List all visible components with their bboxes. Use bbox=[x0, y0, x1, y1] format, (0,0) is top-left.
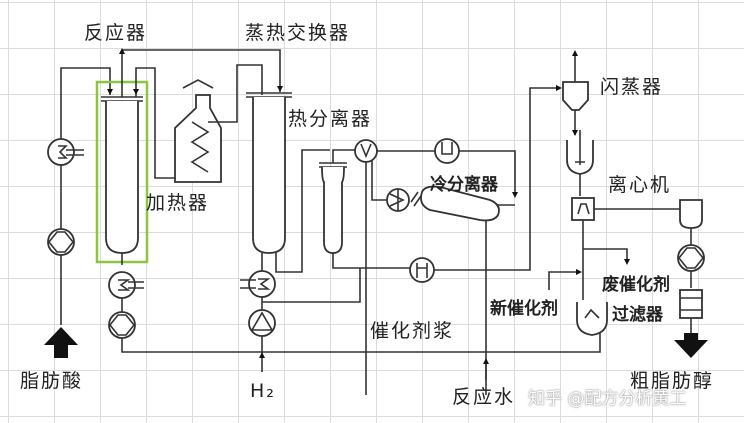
feed-heat-exchanger bbox=[47, 138, 84, 166]
cold-separator bbox=[386, 185, 515, 395]
centrifuge bbox=[571, 197, 680, 300]
catalyst-mix-tank bbox=[576, 302, 608, 336]
feed-pump bbox=[47, 228, 75, 256]
label-hot-separator: 热分离器 bbox=[288, 108, 373, 130]
product-filter bbox=[674, 289, 708, 358]
label-cold-separator: 冷分离器 bbox=[430, 175, 498, 195]
label-hydrogen: H₂ bbox=[250, 380, 276, 402]
settling-tank bbox=[566, 130, 594, 196]
spent-catalyst-branch bbox=[548, 248, 630, 290]
label-centrifuge: 离心机 bbox=[608, 174, 672, 196]
label-crude-alcohol: 粗脂肪醇 bbox=[630, 370, 715, 392]
h2-exchanger bbox=[240, 149, 330, 298]
heater bbox=[174, 64, 263, 183]
product-receiver bbox=[679, 199, 703, 245]
label-new-catalyst: 新催化剂 bbox=[490, 299, 558, 319]
label-catalyst-slurry: 催化剂浆 bbox=[370, 320, 455, 342]
label-heater: 加热器 bbox=[146, 192, 210, 214]
watermark: 知乎 @配方分析黄工 bbox=[528, 389, 687, 409]
recycle-pump bbox=[409, 85, 562, 283]
label-reactor: 反应器 bbox=[84, 22, 148, 44]
reactor-bottom-exchanger bbox=[108, 271, 144, 299]
crude-alcohol-arrow-icon bbox=[674, 333, 708, 358]
fatty-acid-feed-line bbox=[44, 67, 111, 358]
label-spent-catalyst: 废催化剂 bbox=[602, 275, 670, 295]
chiller bbox=[434, 138, 518, 198]
hot-separator-column bbox=[246, 92, 292, 254]
flash-vessel bbox=[562, 50, 589, 136]
fatty-acid-arrow-icon bbox=[44, 327, 78, 358]
label-fatty-acid: 脂肪酸 bbox=[20, 370, 84, 392]
label-reaction-water: 反应水 bbox=[452, 386, 516, 408]
cooler-exchanger bbox=[354, 139, 435, 395]
label-steam-exchanger: 蒸热交换器 bbox=[245, 22, 351, 44]
reactor-bottom-pump bbox=[108, 298, 601, 353]
h2-compressor bbox=[248, 268, 361, 372]
intermediate-separator bbox=[319, 149, 410, 269]
product-pump bbox=[677, 244, 705, 288]
label-flash: 闪蒸器 bbox=[600, 76, 664, 98]
reactor bbox=[95, 48, 283, 265]
label-filter: 过滤器 bbox=[612, 305, 663, 325]
